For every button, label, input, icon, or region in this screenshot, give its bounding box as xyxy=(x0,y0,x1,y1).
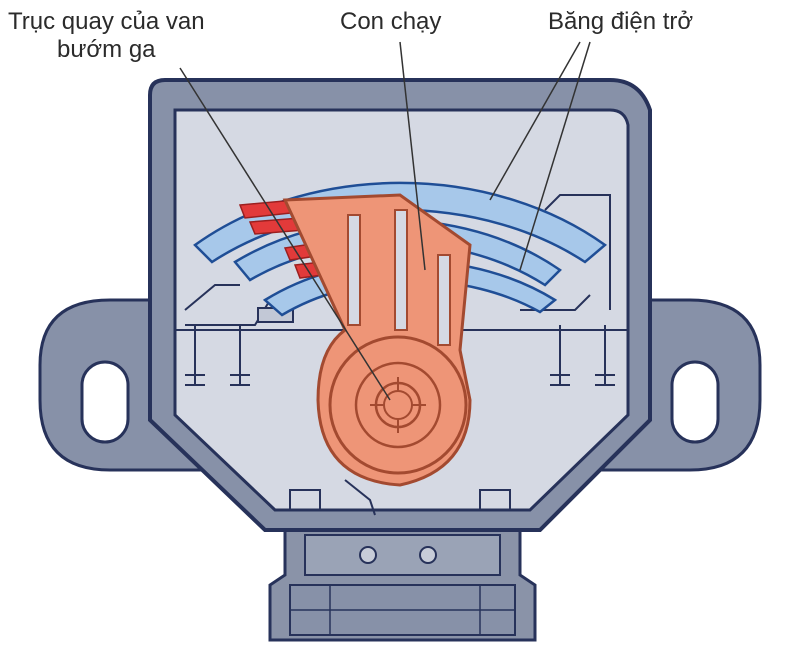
connector-pin-right xyxy=(419,546,437,564)
terminal-pins xyxy=(185,325,615,386)
label-throttle-shaft: Trục quay của van bướm ga xyxy=(8,8,205,64)
connector-pin-left xyxy=(359,546,377,564)
leader-wiper xyxy=(399,41,426,271)
label-throttle-shaft-line1: Trục quay của van xyxy=(8,8,205,35)
wiper-arm xyxy=(282,193,472,487)
leader-lines xyxy=(179,41,591,401)
housing-bottom-detail xyxy=(289,479,511,516)
leader-track-1 xyxy=(489,41,581,201)
label-wiper: Con chạy xyxy=(340,8,442,35)
label-throttle-shaft-line2: bướm ga xyxy=(57,36,156,63)
connector-body xyxy=(268,518,537,642)
mounting-hole-right xyxy=(670,360,720,444)
leader-shaft xyxy=(179,67,391,401)
label-resistor-track: Băng điện trở xyxy=(548,8,694,35)
mounting-hole-left xyxy=(80,360,130,444)
leader-track-2 xyxy=(519,41,591,271)
